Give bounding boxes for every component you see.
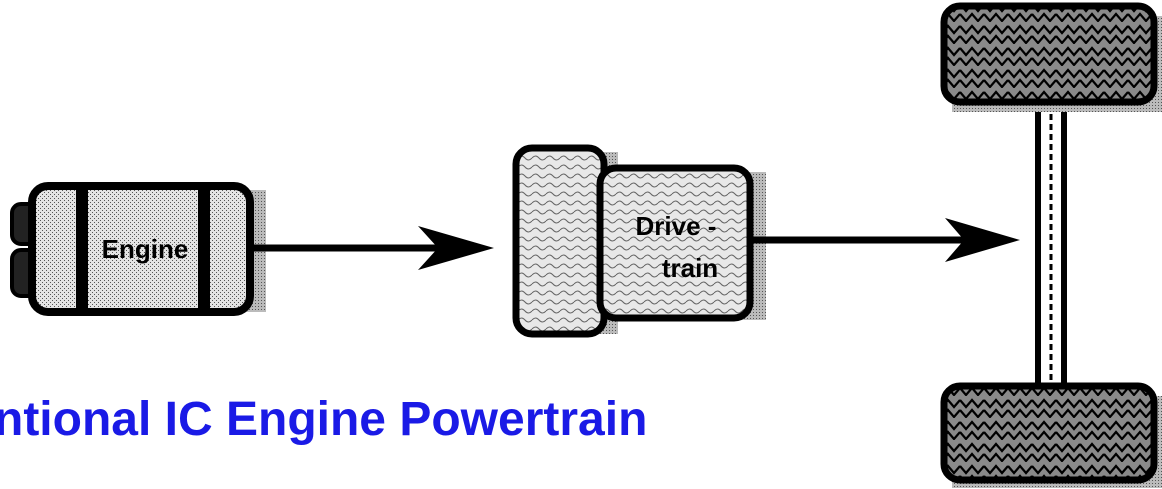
engine-bar-right	[198, 190, 210, 308]
drivetrain-label-line2: train	[662, 253, 718, 283]
drivetrain-label-line1: Drive -	[636, 211, 717, 241]
axle-wheels-icon	[940, 2, 1162, 488]
arrow-engine-to-drivetrain	[254, 226, 494, 270]
engine-label: Engine	[102, 234, 189, 264]
wheel-top	[940, 2, 1158, 106]
arrow-drivetrain-to-axle	[750, 218, 1020, 262]
engine-icon: Engine	[10, 182, 266, 316]
wheel-bottom	[940, 382, 1158, 484]
engine-bar-left	[76, 190, 88, 308]
diagram-title: ntional IC Engine Powertrain	[0, 393, 648, 446]
transmission-icon: Drive - train	[512, 144, 766, 338]
drivetrain-block	[596, 164, 754, 322]
clutch-block	[512, 144, 608, 338]
